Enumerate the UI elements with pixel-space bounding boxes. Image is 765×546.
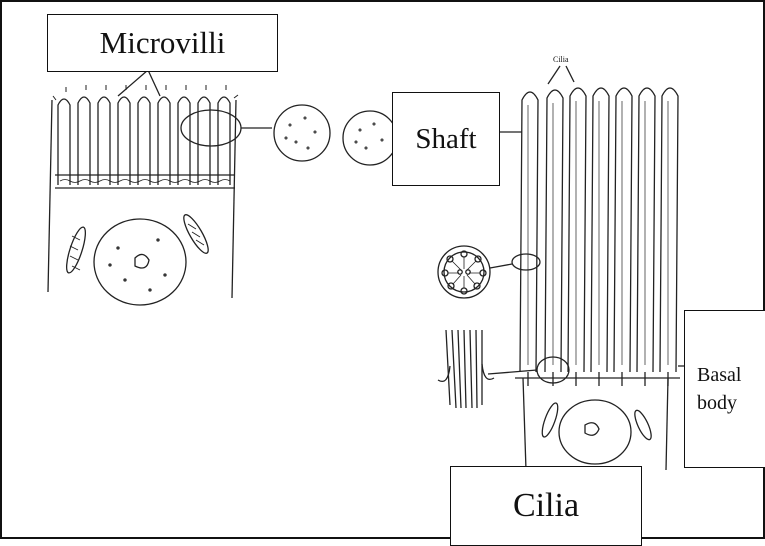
microvilli-label-text: Microvilli: [100, 25, 226, 61]
basal-body-detail: [438, 330, 494, 408]
basal-body-label-line1: Basal: [697, 361, 741, 389]
microvilli-cross-sections: [274, 105, 397, 165]
shaft-label-text: Shaft: [415, 123, 476, 156]
shaft-label: Shaft: [392, 92, 500, 186]
basal-body-label: Basal body: [684, 310, 765, 468]
cilia-label-text: Cilia: [513, 487, 579, 525]
axoneme-cross-section: [438, 246, 490, 298]
microvilli-label: Microvilli: [47, 14, 278, 72]
cilia-label: Cilia: [450, 466, 642, 546]
basal-body-label-line2: body: [697, 389, 741, 417]
microvilli-cell: [48, 70, 272, 305]
cilia-small-label: Cilia: [553, 55, 569, 64]
ciliated-cell: [488, 66, 684, 470]
